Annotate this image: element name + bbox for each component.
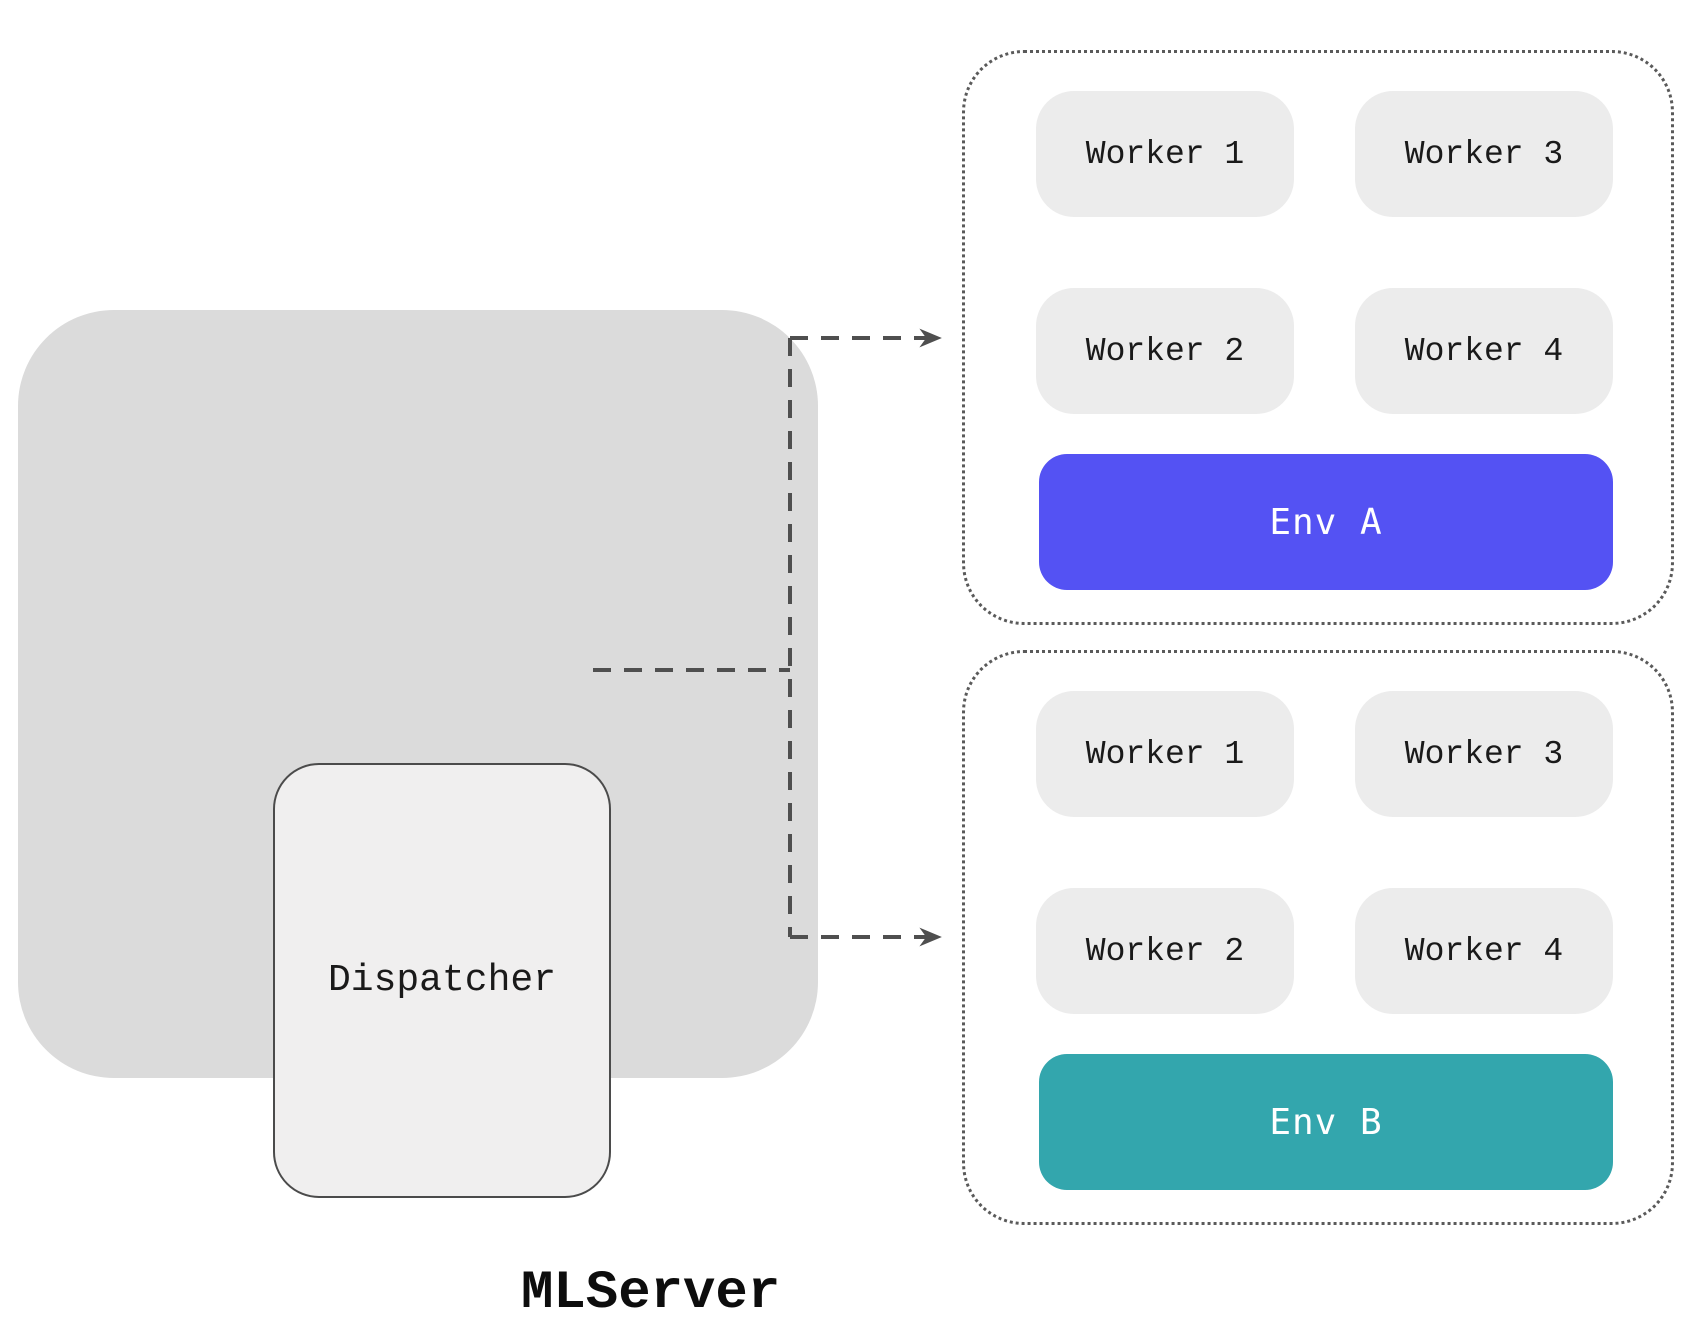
worker-box: Worker 2 bbox=[1036, 888, 1294, 1014]
env-b-label: Env B bbox=[1269, 1101, 1383, 1143]
worker-box: Worker 3 bbox=[1355, 691, 1613, 817]
worker-label: Worker 1 bbox=[1085, 735, 1245, 773]
worker-label: Worker 4 bbox=[1404, 932, 1564, 970]
worker-box: Worker 4 bbox=[1355, 888, 1613, 1014]
env-a-label: Env A bbox=[1269, 501, 1383, 543]
worker-box: Worker 1 bbox=[1036, 91, 1294, 217]
worker-label: Worker 3 bbox=[1404, 735, 1564, 773]
dispatcher-box: Dispatcher bbox=[273, 763, 611, 1198]
worker-label: Worker 4 bbox=[1404, 332, 1564, 370]
dispatcher-label: Dispatcher bbox=[327, 959, 557, 1002]
env-b-container: Worker 1 Worker 3 Worker 2 Worker 4 Env … bbox=[962, 650, 1674, 1225]
worker-box: Worker 1 bbox=[1036, 691, 1294, 817]
worker-label: Worker 2 bbox=[1085, 332, 1245, 370]
env-a-container: Worker 1 Worker 3 Worker 2 Worker 4 Env … bbox=[962, 50, 1674, 625]
mlserver-label: MLServer bbox=[521, 1263, 781, 1324]
env-b-bar: Env B bbox=[1039, 1054, 1613, 1190]
env-a-bar: Env A bbox=[1039, 454, 1613, 590]
mlserver-box: Dispatcher MLServer bbox=[18, 310, 818, 1324]
worker-box: Worker 3 bbox=[1355, 91, 1613, 217]
worker-label: Worker 1 bbox=[1085, 135, 1245, 173]
worker-box: Worker 2 bbox=[1036, 288, 1294, 414]
worker-label: Worker 2 bbox=[1085, 932, 1245, 970]
worker-label: Worker 3 bbox=[1404, 135, 1564, 173]
worker-box: Worker 4 bbox=[1355, 288, 1613, 414]
